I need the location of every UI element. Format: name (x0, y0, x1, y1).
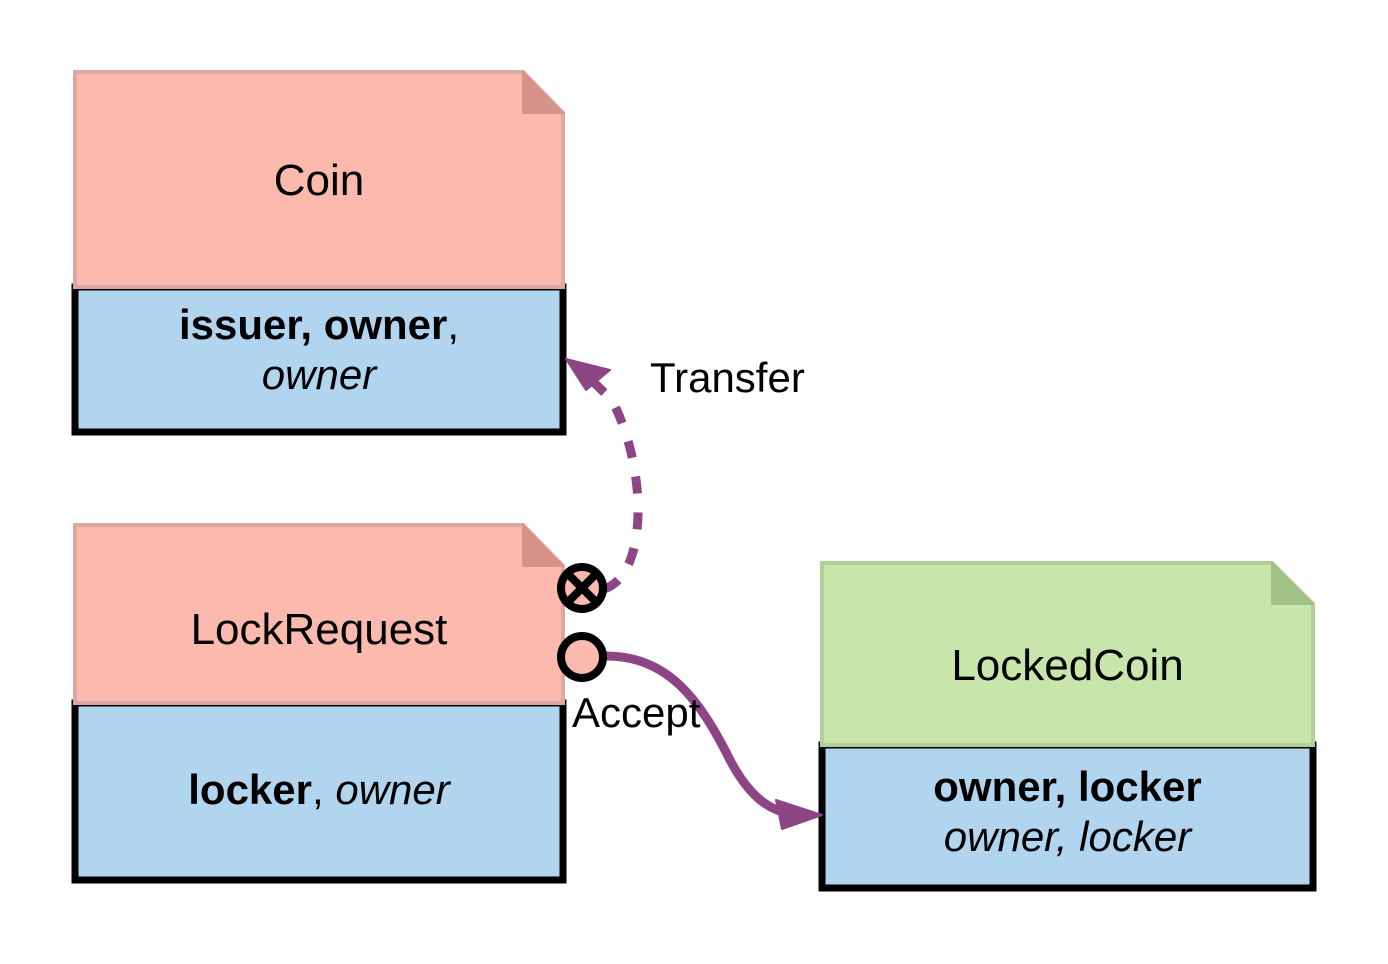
coin-node[interactable] (71, 69, 567, 436)
lockrequest-node[interactable] (71, 522, 567, 884)
accept-arrowhead-icon (775, 799, 823, 830)
accept-edge-path (599, 651, 795, 819)
lockrequest-attributes-compartment (71, 699, 567, 884)
lockedcoin-node[interactable] (818, 560, 1317, 892)
lockedcoin-header-compartment (820, 561, 1315, 747)
circle-icon[interactable] (557, 632, 607, 682)
coin-header-compartment (73, 70, 565, 289)
transfer-edge-path (579, 368, 643, 594)
lockedcoin-fold-corner-icon (1271, 560, 1316, 605)
transfer-arrowhead-icon (565, 358, 611, 391)
accept-edge[interactable] (599, 651, 823, 830)
lockedcoin-attributes-compartment (818, 741, 1317, 892)
coin-fold-corner-icon (522, 69, 566, 114)
circle-cross-icon[interactable] (557, 563, 607, 613)
coin-attributes-compartment (71, 283, 567, 436)
transfer-edge[interactable] (565, 358, 643, 594)
lockrequest-fold-corner-icon (522, 522, 566, 567)
lockrequest-header-compartment (73, 523, 565, 705)
